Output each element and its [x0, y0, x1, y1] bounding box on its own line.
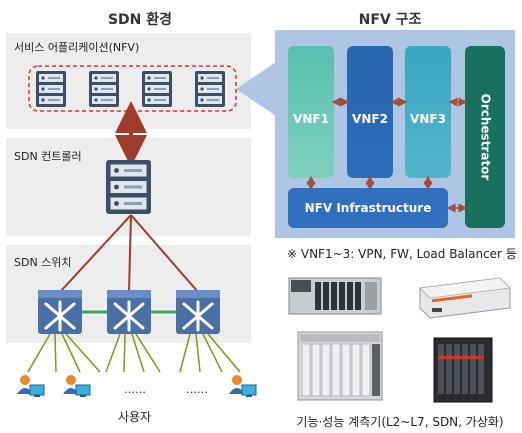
- service-server-4: [195, 71, 225, 107]
- sdn-switch-1: [36, 288, 84, 336]
- test-equipment-1: [288, 277, 382, 315]
- vnf1-label: VNF1: [293, 112, 329, 126]
- user-icon-2: [62, 374, 91, 398]
- sdn-switch-2: [105, 288, 153, 336]
- vnf3-box: VNF3: [405, 46, 451, 178]
- test-equipment-3: [297, 331, 383, 401]
- user-icon-3: [228, 374, 257, 398]
- sdn-heading: SDN 환경: [107, 12, 173, 28]
- sdn-switch-3: [174, 288, 222, 336]
- users-label: 사용자: [118, 410, 152, 424]
- sdn-controller-server: [106, 160, 151, 214]
- service-application-label: 서비스 어플리케이션(NFV): [14, 41, 140, 54]
- nfv-infrastructure-label: NFV Infrastructure: [304, 201, 432, 215]
- test-equipment-4: [433, 337, 493, 403]
- vnf2-box: VNF2: [347, 46, 393, 178]
- service-server-3: [142, 71, 172, 107]
- nfv-heading: NFV 구조: [358, 12, 422, 28]
- nfv-infrastructure-box: NFV Infrastructure: [288, 188, 448, 228]
- user-links: [27, 333, 241, 373]
- vnf3-label: VNF3: [410, 112, 446, 126]
- test-equipment-2: [419, 277, 511, 319]
- vnf2-label: VNF2: [352, 112, 388, 126]
- vnf1-box: VNF1: [288, 46, 334, 178]
- equipment-caption: 기능·성능 계측기(L2~L7, SDN, 가상화): [296, 415, 504, 429]
- ellipsis-1: ……: [124, 383, 146, 396]
- sdn-topology: [16, 65, 257, 398]
- nfv-callout-pointer: [236, 62, 276, 116]
- orchestrator-box: Orchestrator: [465, 46, 505, 228]
- service-server-2: [89, 71, 119, 107]
- controller-switch-links: [59, 214, 199, 293]
- ellipsis-2: ……: [186, 383, 208, 396]
- vnf-note: ※ VNF1~3: VPN, FW, Load Balancer 등: [287, 247, 517, 261]
- controller-label: SDN 컨트롤러: [14, 150, 82, 163]
- user-icon-1: [16, 374, 45, 398]
- service-server-1: [36, 71, 66, 107]
- nfv-arrows: [306, 97, 468, 213]
- switch-label: SDN 스위치: [14, 256, 72, 269]
